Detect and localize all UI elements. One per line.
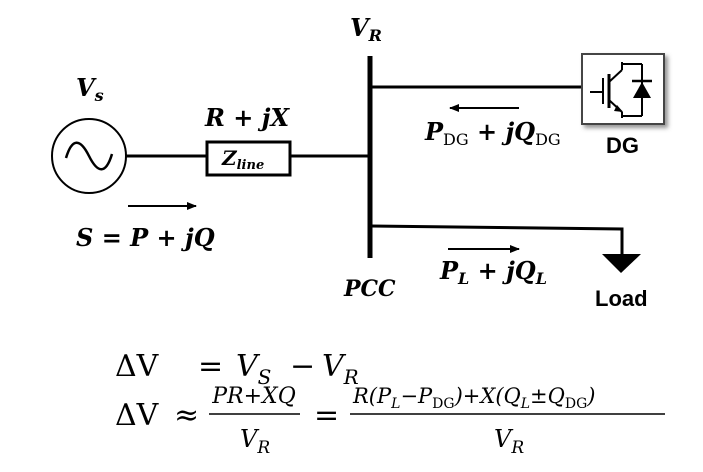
line-impedance-box: Zline [205,140,292,177]
vr-label: VR [350,13,382,45]
load-wire [369,224,624,255]
dg-inverter-icon [581,53,665,125]
dg-power-label: PDG + jQDG [424,117,561,149]
eq1-equals: = [198,349,223,384]
eq2-approx: ≈ [174,398,199,433]
eq1-vs: VS [236,349,271,389]
equation-voltage-approximation: ΔV ≈ PR+XQ VR = R(PL−PDG)+X(QL±QDG) VR [115,384,665,458]
eq1-lhs: ΔV [115,349,160,384]
pcc-label: PCC [343,276,396,302]
eq1-vr: VR [322,349,359,389]
vs-label: Vs [76,73,104,105]
frac1-numerator: PR+XQ [211,384,296,409]
zline-label: Zline [221,146,264,173]
frac1-denominator: VR [240,425,270,458]
load-power-label: PL + jQL [439,256,547,288]
eq2-equals: = [314,398,339,433]
frac2-numerator: R(PL−PDG)+X(QL±QDG) [352,384,595,412]
load-icon [602,254,641,273]
dg-label: DG [606,133,639,158]
eq1-minus: − [290,349,315,384]
equation-voltage-difference: ΔV = VS − VR [115,349,359,389]
s-equation: S = P + jQ [76,223,215,252]
load-label: Load [595,286,648,311]
ac-source-icon [51,118,127,194]
impedance-label: R + jX [204,103,290,132]
frac2-denominator: VR [494,425,524,458]
eq2-lhs: ΔV [115,398,160,433]
